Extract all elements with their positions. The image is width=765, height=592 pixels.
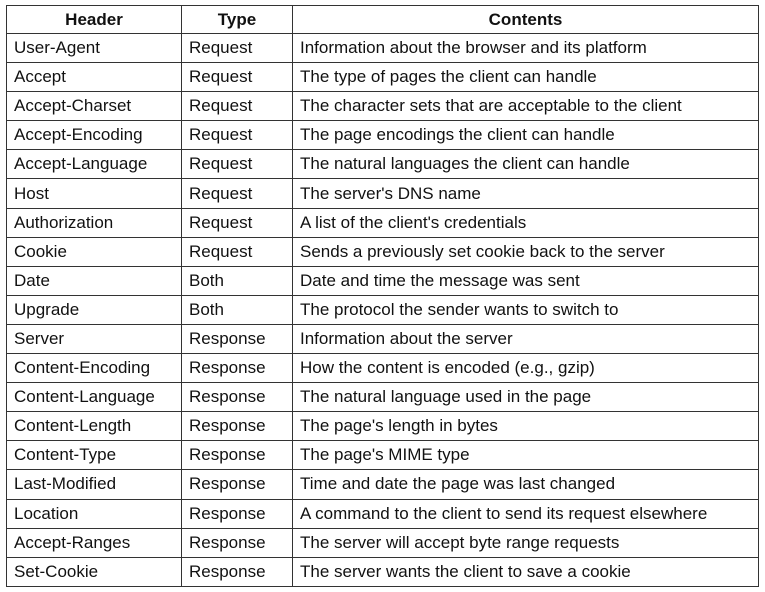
- type-cell: Request: [181, 178, 293, 209]
- header-name-cell: Accept-Ranges: [6, 527, 182, 558]
- header-name-cell: Date: [6, 265, 182, 296]
- header-name-cell: Accept-Language: [6, 149, 182, 180]
- header-name-cell: Cookie: [6, 236, 182, 267]
- contents-cell: The server will accept byte range reques…: [292, 527, 759, 558]
- type-cell: Both: [181, 294, 293, 325]
- table-head: Header Type Contents: [6, 5, 759, 34]
- header-name-cell: Set-Cookie: [6, 556, 182, 587]
- contents-cell: Time and date the page was last changed: [292, 469, 759, 500]
- type-cell: Request: [181, 62, 293, 93]
- type-cell: Request: [181, 32, 293, 64]
- type-cell: Request: [181, 207, 293, 238]
- header-name-cell: Accept: [6, 62, 182, 93]
- type-cell: Response: [181, 382, 293, 413]
- header-name-cell: Authorization: [6, 207, 182, 238]
- header-name-cell: Accept-Encoding: [6, 120, 182, 151]
- type-cell: Response: [181, 527, 293, 558]
- contents-cell: The natural language used in the page: [292, 382, 759, 413]
- header-name-cell: Content-Length: [6, 411, 182, 442]
- header-name-cell: Last-Modified: [6, 469, 182, 500]
- header-name-cell: Host: [6, 178, 182, 209]
- contents-cell: The protocol the sender wants to switch …: [292, 294, 759, 325]
- contents-cell: The page encodings the client can handle: [292, 120, 759, 151]
- contents-cell: Sends a previously set cookie back to th…: [292, 236, 759, 267]
- header-name-cell: User-Agent: [6, 32, 182, 64]
- header-name-cell: Location: [6, 498, 182, 529]
- header-name-cell: Upgrade: [6, 294, 182, 325]
- header-name-cell: Server: [6, 323, 182, 355]
- contents-cell: The server's DNS name: [292, 178, 759, 209]
- column-header-header: Header: [6, 5, 182, 34]
- contents-cell: The page's length in bytes: [292, 411, 759, 442]
- header-name-cell: Content-Type: [6, 440, 182, 471]
- type-cell: Request: [181, 236, 293, 267]
- column-header-type: Type: [181, 5, 293, 34]
- type-cell: Both: [181, 265, 293, 296]
- type-cell: Request: [181, 149, 293, 180]
- header-name-cell: Content-Language: [6, 382, 182, 413]
- contents-cell: Information about the server: [292, 323, 759, 355]
- type-cell: Request: [181, 91, 293, 122]
- contents-cell: The natural languages the client can han…: [292, 149, 759, 180]
- type-cell: Response: [181, 323, 293, 355]
- contents-cell: The page's MIME type: [292, 440, 759, 471]
- contents-cell: The type of pages the client can handle: [292, 62, 759, 93]
- header-row: Header Type Contents: [6, 5, 759, 34]
- contents-cell: A command to the client to send its requ…: [292, 498, 759, 529]
- header-name-cell: Content-Encoding: [6, 353, 182, 384]
- contents-cell: The character sets that are acceptable t…: [292, 91, 759, 122]
- contents-cell: The server wants the client to save a co…: [292, 556, 759, 587]
- contents-cell: A list of the client's credentials: [292, 207, 759, 238]
- column-header-contents: Contents: [292, 5, 759, 34]
- header-name-cell: Accept-Charset: [6, 91, 182, 122]
- contents-cell: Information about the browser and its pl…: [292, 32, 759, 64]
- type-cell: Response: [181, 469, 293, 500]
- contents-cell: How the content is encoded (e.g., gzip): [292, 353, 759, 384]
- type-cell: Response: [181, 353, 293, 384]
- type-cell: Response: [181, 498, 293, 529]
- type-cell: Response: [181, 411, 293, 442]
- type-cell: Request: [181, 120, 293, 151]
- type-cell: Response: [181, 440, 293, 471]
- type-cell: Response: [181, 556, 293, 587]
- contents-cell: Date and time the message was sent: [292, 265, 759, 296]
